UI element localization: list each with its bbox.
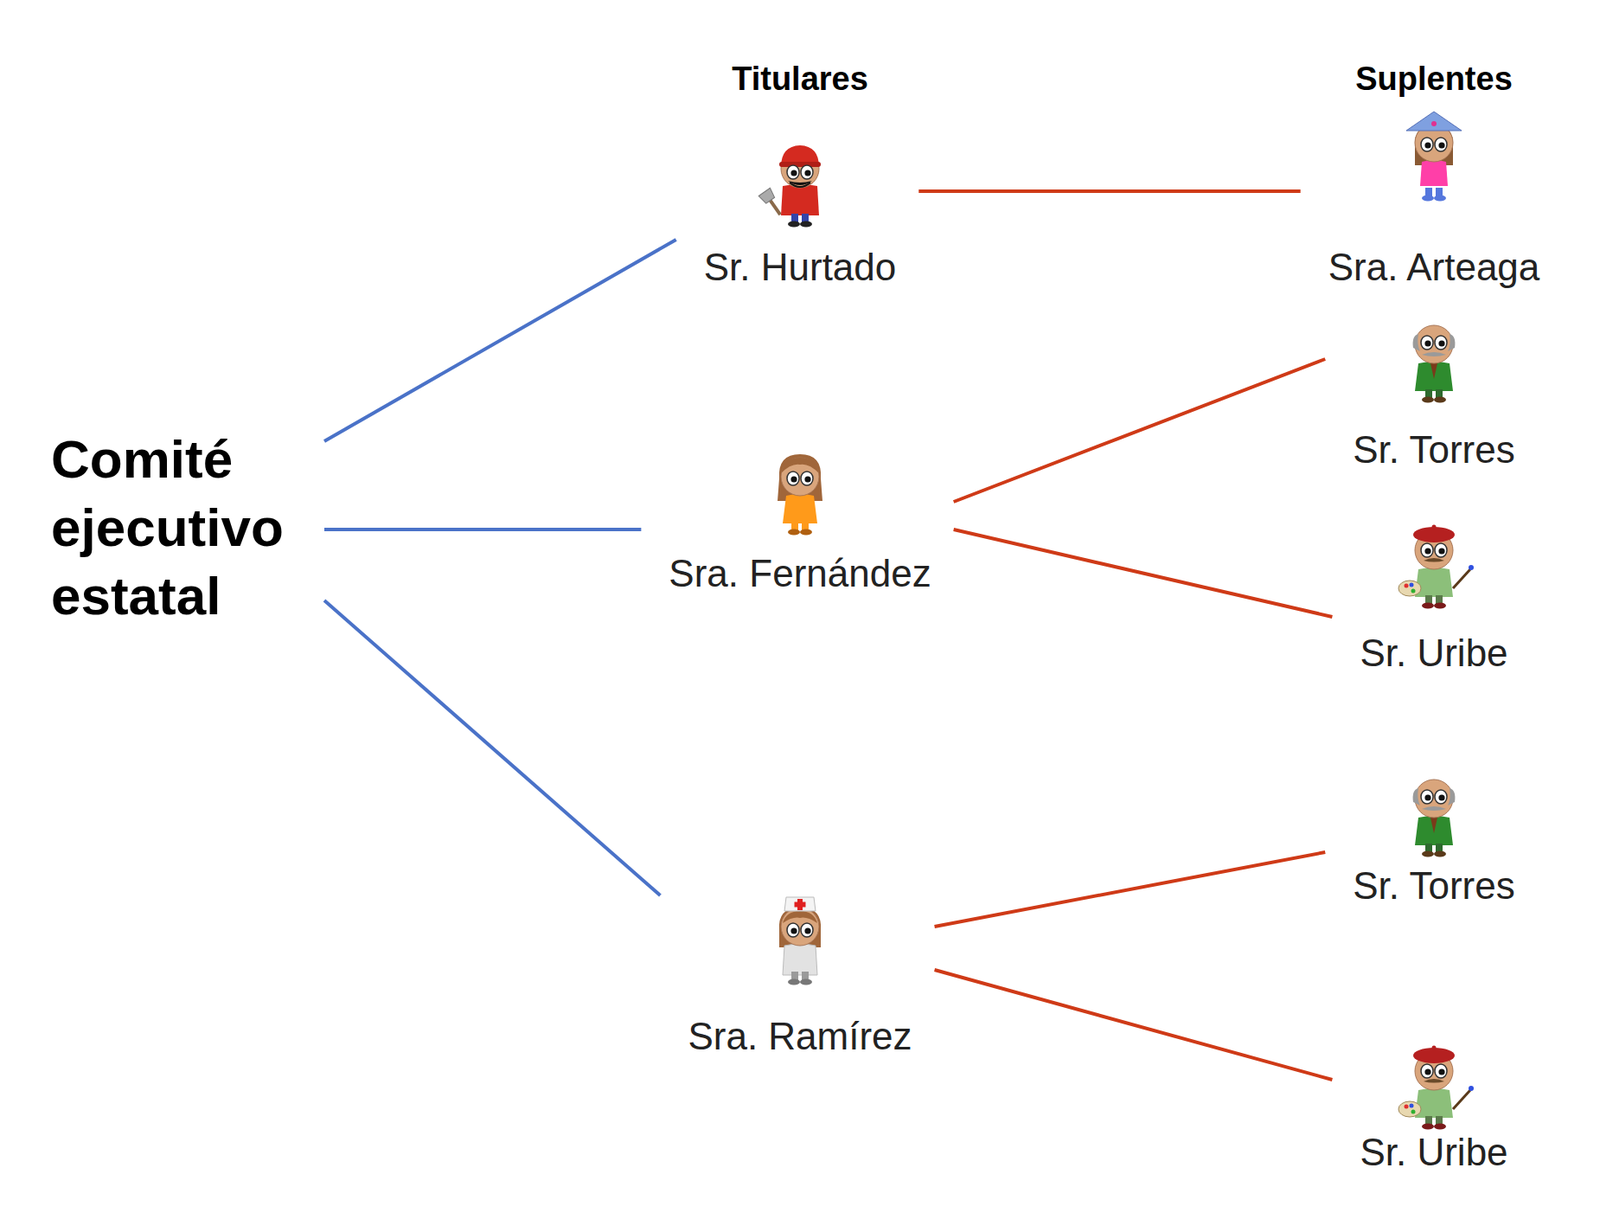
connector-line xyxy=(934,969,1333,1080)
connector-line xyxy=(324,600,660,896)
person-node: Sr. Torres xyxy=(1344,309,1524,471)
person-node: Sr. Uribe xyxy=(1350,1036,1517,1173)
column-header: Suplentes xyxy=(1355,59,1513,98)
connector-line xyxy=(324,239,677,442)
column-header: Titulares xyxy=(731,59,869,98)
connector-line xyxy=(324,527,641,532)
person-icon xyxy=(756,891,844,987)
connector-line xyxy=(918,189,1300,193)
person-icon xyxy=(1390,763,1478,859)
person-icon xyxy=(1390,309,1478,405)
person-node: Sra. Arteaga xyxy=(1319,108,1549,288)
person-name: Sra. Ramírez xyxy=(678,1015,921,1057)
connector-line xyxy=(953,358,1326,502)
person-node: Sr. Torres xyxy=(1344,763,1524,907)
person-name: Sr. Uribe xyxy=(1350,1131,1517,1173)
person-icon xyxy=(1390,515,1478,611)
person-name: Sr. Uribe xyxy=(1350,632,1517,674)
person-icon xyxy=(1390,108,1478,204)
person-name: Sr. Hurtado xyxy=(695,246,906,288)
person-icon xyxy=(756,134,844,230)
person-icon xyxy=(756,441,844,538)
person-name: Sr. Torres xyxy=(1344,428,1524,471)
person-name: Sra. Fernández xyxy=(659,552,940,595)
person-name: Sra. Arteaga xyxy=(1319,246,1549,288)
connector-line xyxy=(953,529,1333,617)
person-node: Sr. Hurtado xyxy=(695,134,906,288)
person-node: Sra. Ramírez xyxy=(678,891,921,1057)
committee-name: Comité ejecutivo estatal xyxy=(51,424,311,630)
committee-node: Comité ejecutivo estatal xyxy=(51,424,311,630)
person-node: Sr. Uribe xyxy=(1350,515,1517,674)
connector-line xyxy=(934,851,1326,927)
person-icon xyxy=(1390,1036,1478,1132)
person-name: Sr. Torres xyxy=(1344,864,1524,907)
person-node: Sra. Fernández xyxy=(659,441,940,595)
